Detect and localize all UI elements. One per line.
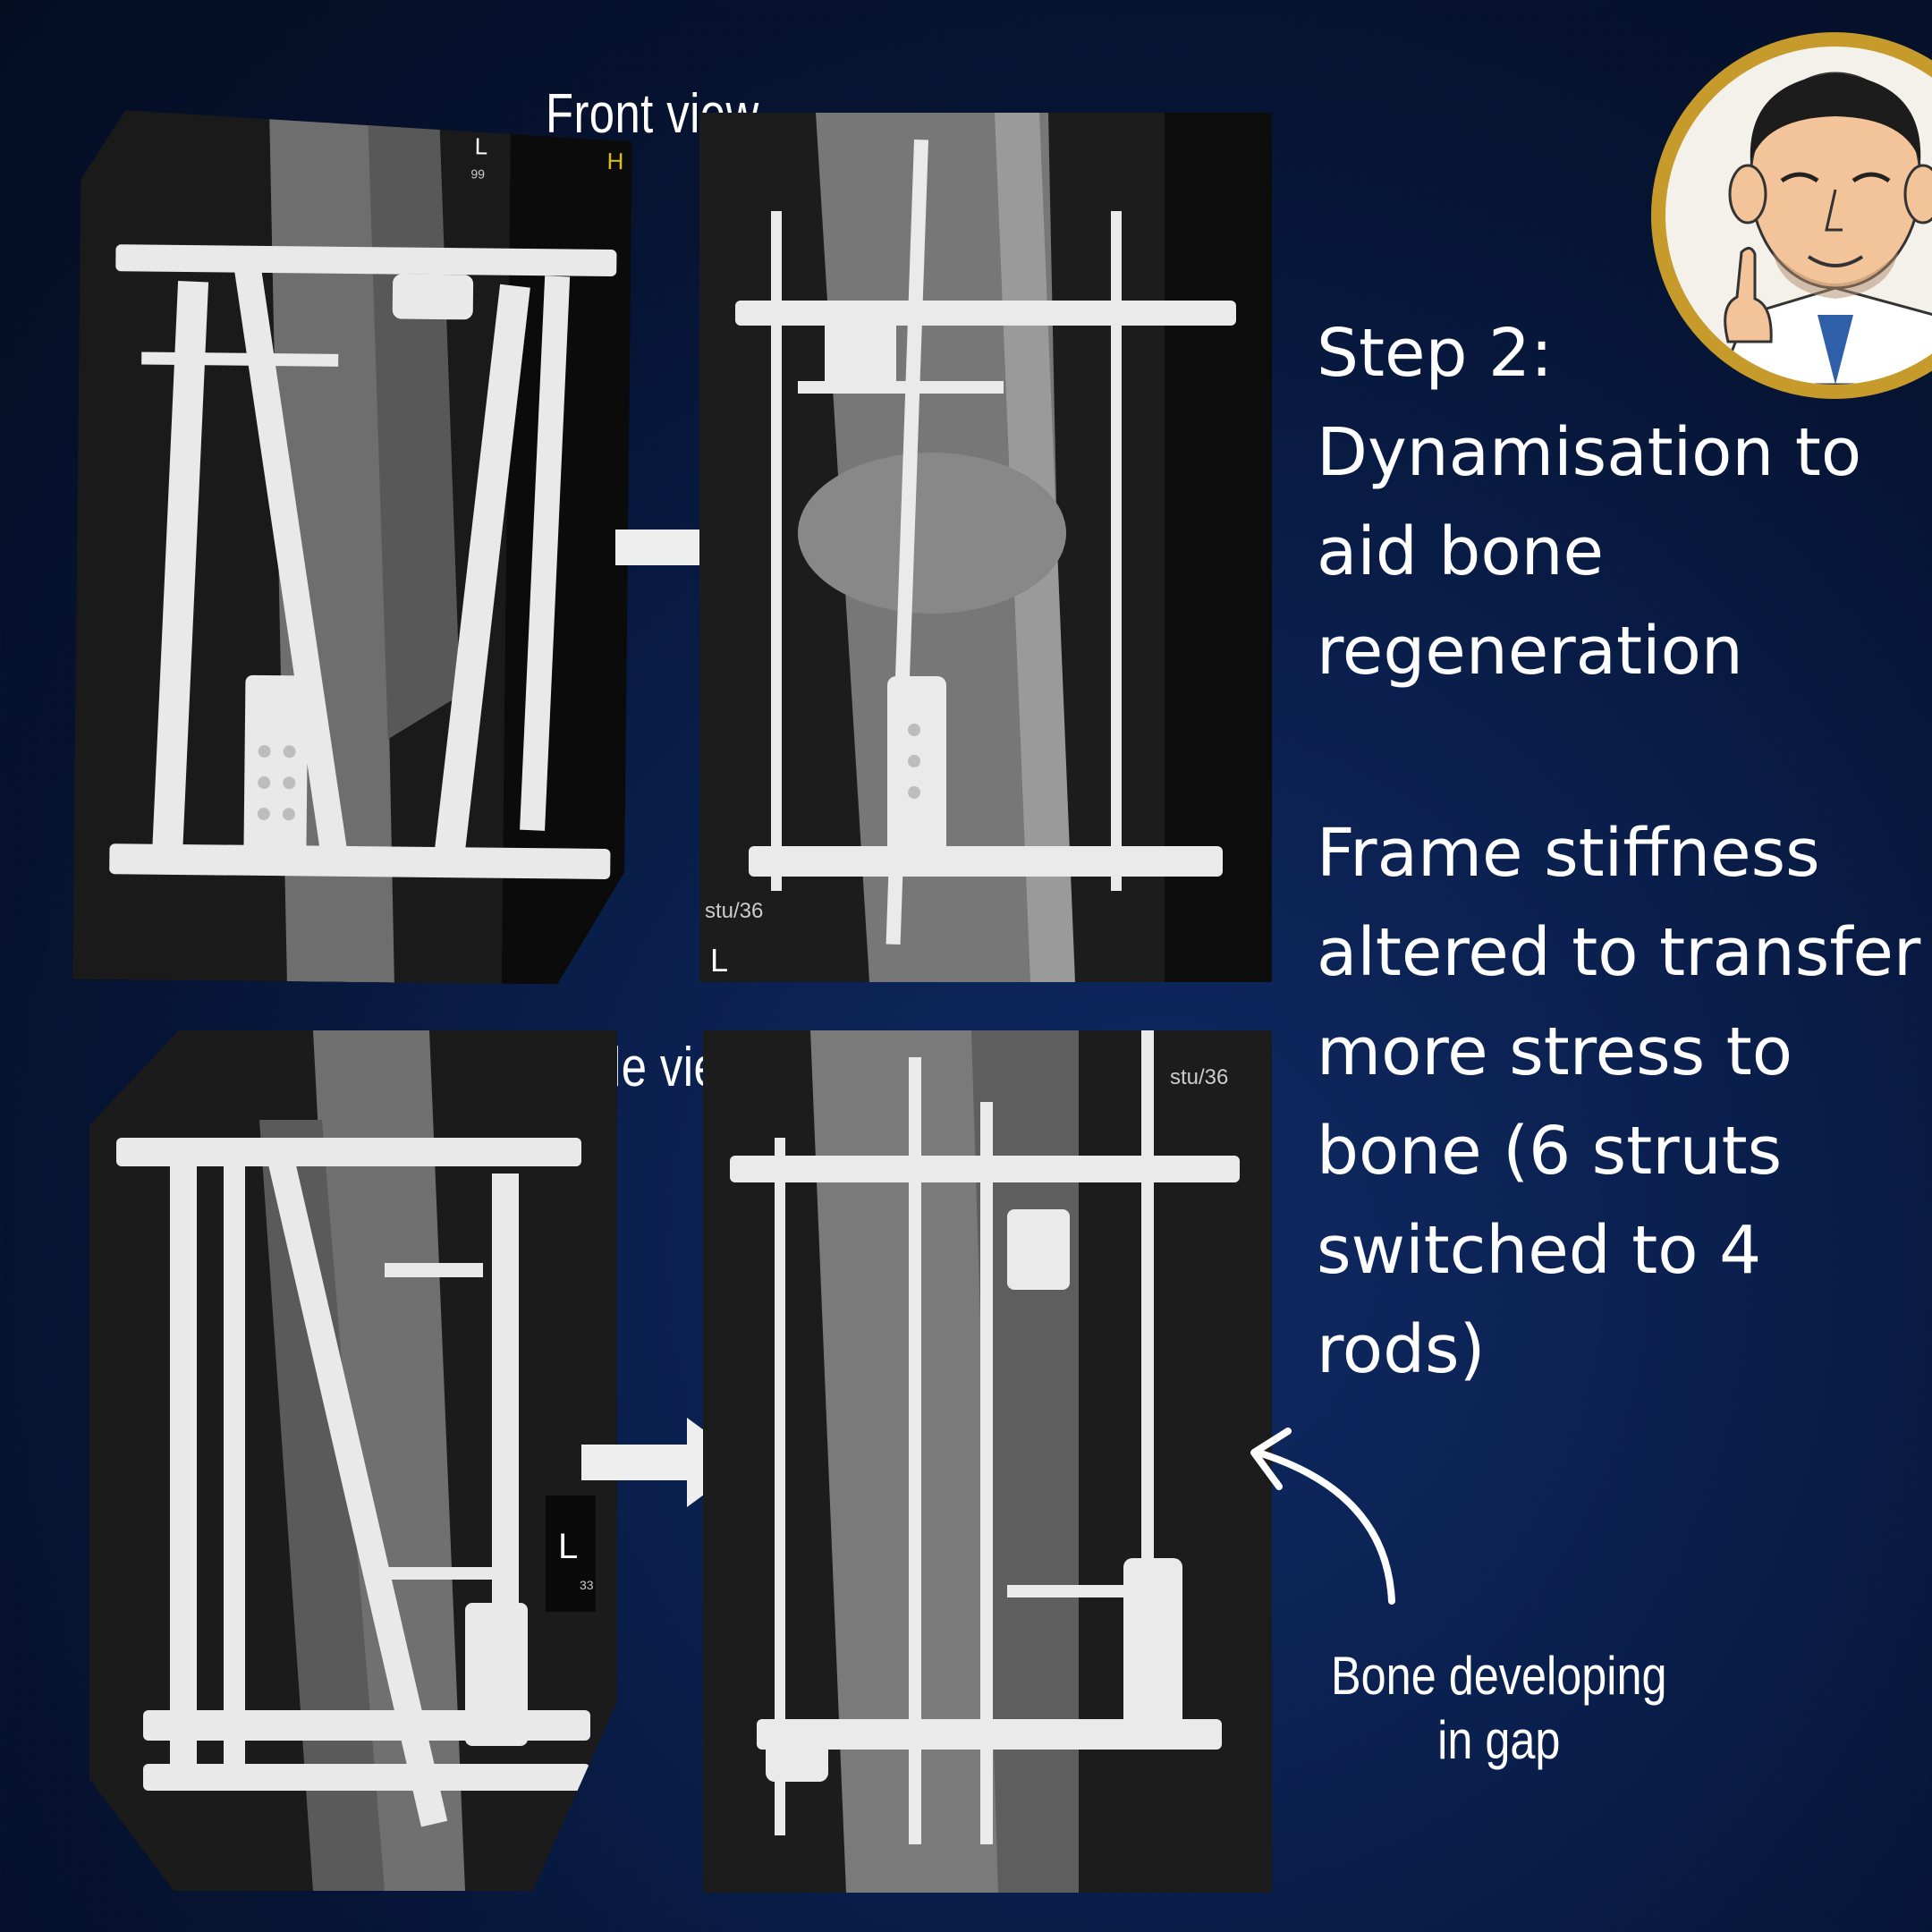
step-line: aid bone xyxy=(1317,513,1605,590)
annotation-line: Bone developing xyxy=(1331,1646,1667,1706)
xray-marker-l: L xyxy=(710,942,728,979)
xray-number: 33 xyxy=(580,1578,594,1592)
xray-front-after: stu/36 L xyxy=(699,113,1272,982)
xray-front-before: L 99 H xyxy=(72,110,632,985)
xray-edge-letter: H xyxy=(606,148,623,174)
annotation-line: in gap xyxy=(1437,1710,1561,1770)
bone-gap-annotation: Bone developing in gap xyxy=(1315,1644,1683,1773)
step-heading: Step 2: Dynamisation to aid bone regener… xyxy=(1317,304,1861,701)
description-line: switched to 4 xyxy=(1317,1212,1762,1289)
xray-code: stu/36 xyxy=(1170,1065,1228,1089)
description-line: more stress to xyxy=(1317,1013,1793,1090)
xray-side-before: L 33 xyxy=(89,1030,617,1891)
description-line: Frame stiffness xyxy=(1317,815,1820,892)
step-line: regeneration xyxy=(1317,613,1743,690)
step-line: Step 2: xyxy=(1317,315,1554,392)
description-line: bone (6 struts xyxy=(1317,1113,1783,1190)
step-line: Dynamisation to xyxy=(1317,414,1862,491)
xray-side-after: stu/36 xyxy=(703,1030,1272,1893)
cartoon-doctor-icon xyxy=(1717,72,1932,385)
xray-marker-l: L xyxy=(558,1527,578,1566)
step-description: Frame stiffness altered to transfer more… xyxy=(1317,804,1920,1400)
xray-marker-l: L xyxy=(475,132,488,159)
xray-code: stu/36 xyxy=(705,899,763,923)
description-line: altered to transfer xyxy=(1317,914,1921,991)
doctor-avatar xyxy=(1651,32,1932,399)
xray-number: 99 xyxy=(470,166,485,181)
description-line: rods) xyxy=(1317,1311,1486,1388)
curved-arrow-icon xyxy=(1250,1428,1395,1605)
